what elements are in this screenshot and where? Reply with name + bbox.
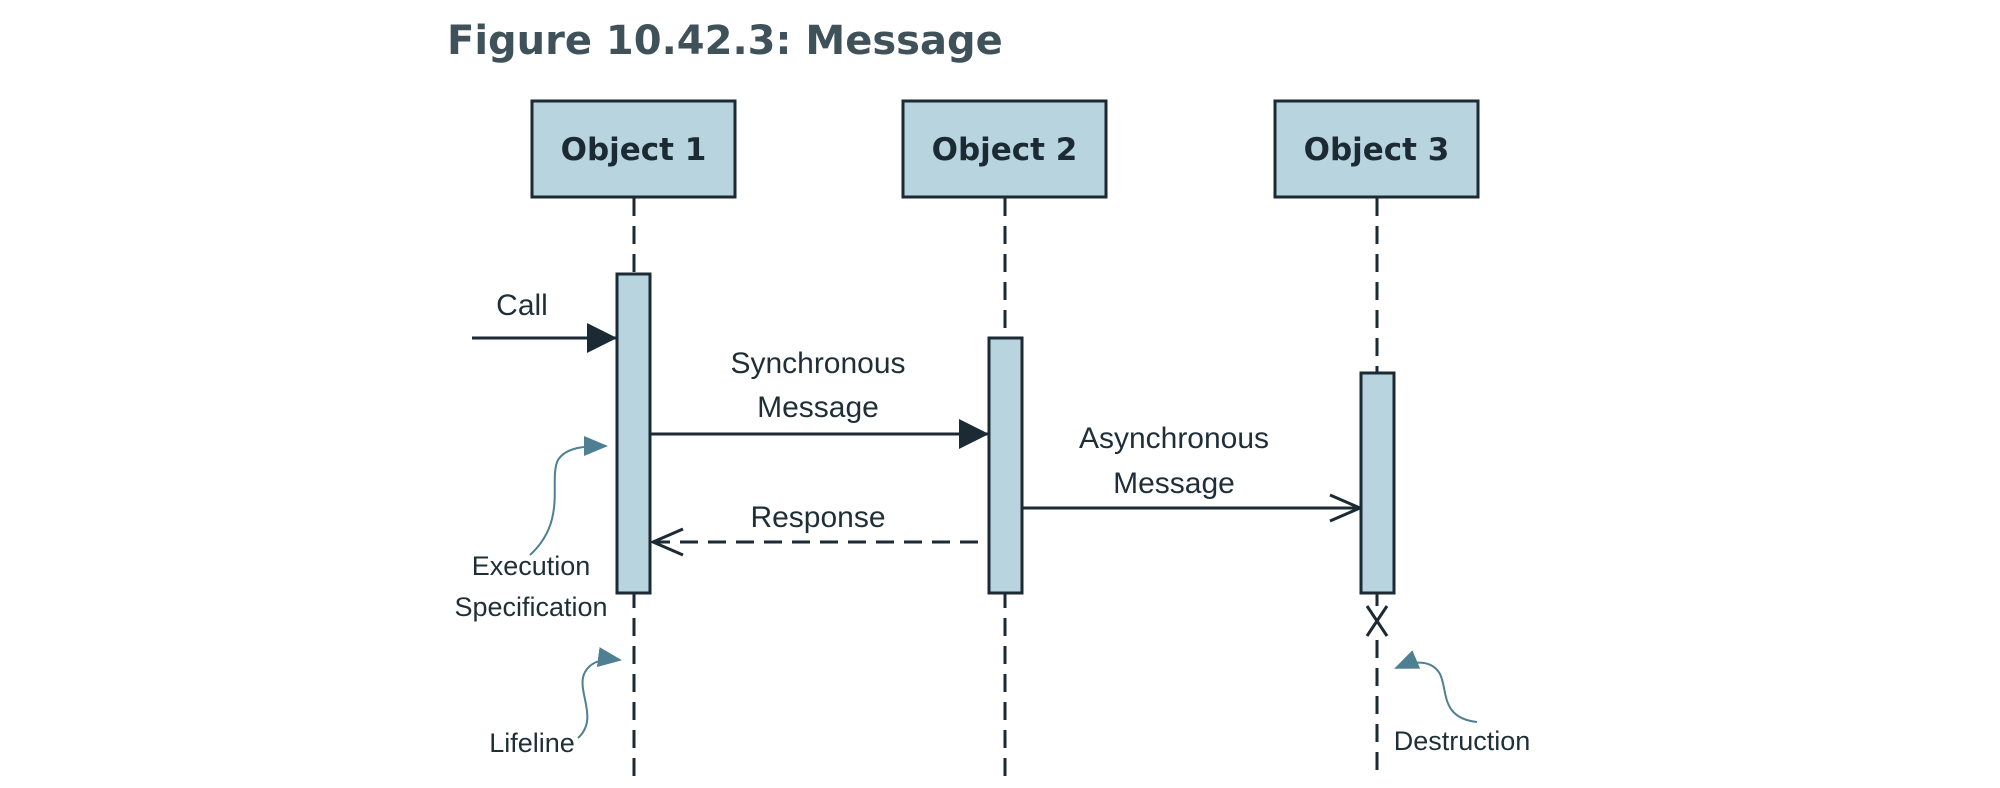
object-1-label: Object 1 xyxy=(561,132,707,168)
asynchronous-message-label-line-1: Asynchronous xyxy=(1079,422,1269,455)
response-label: Response xyxy=(750,501,885,534)
execution-bar-object-1 xyxy=(615,272,652,595)
object-box-2: Object 2 xyxy=(901,99,1108,199)
object-3-label: Object 3 xyxy=(1304,132,1450,168)
execution-bar-object-2 xyxy=(987,336,1024,595)
destruction-label: Destruction xyxy=(1394,726,1531,756)
call-label: Call xyxy=(496,289,548,322)
asynchronous-message-label-line-2: Message xyxy=(1113,467,1235,500)
figure-title: Figure 10.42.3: Message xyxy=(447,18,1003,64)
destruction-x-icon xyxy=(1365,593,1389,637)
object-2-label: Object 2 xyxy=(932,132,1078,168)
object-box-3: Object 3 xyxy=(1273,99,1480,199)
synchronous-message-label-line-2: Message xyxy=(757,391,879,424)
object-box-1: Object 1 xyxy=(530,99,737,199)
execution-specification-label-line-1: Execution xyxy=(472,551,591,581)
execution-bar-object-3 xyxy=(1359,371,1396,595)
lifeline-pointer xyxy=(577,647,622,739)
synchronous-message-label-line-1: Synchronous xyxy=(730,347,905,380)
lifeline-label: Lifeline xyxy=(489,728,575,758)
execution-specification-label-line-2: Specification xyxy=(454,592,607,622)
destruction-pointer xyxy=(1394,650,1478,723)
execution-specification-pointer xyxy=(529,436,608,556)
